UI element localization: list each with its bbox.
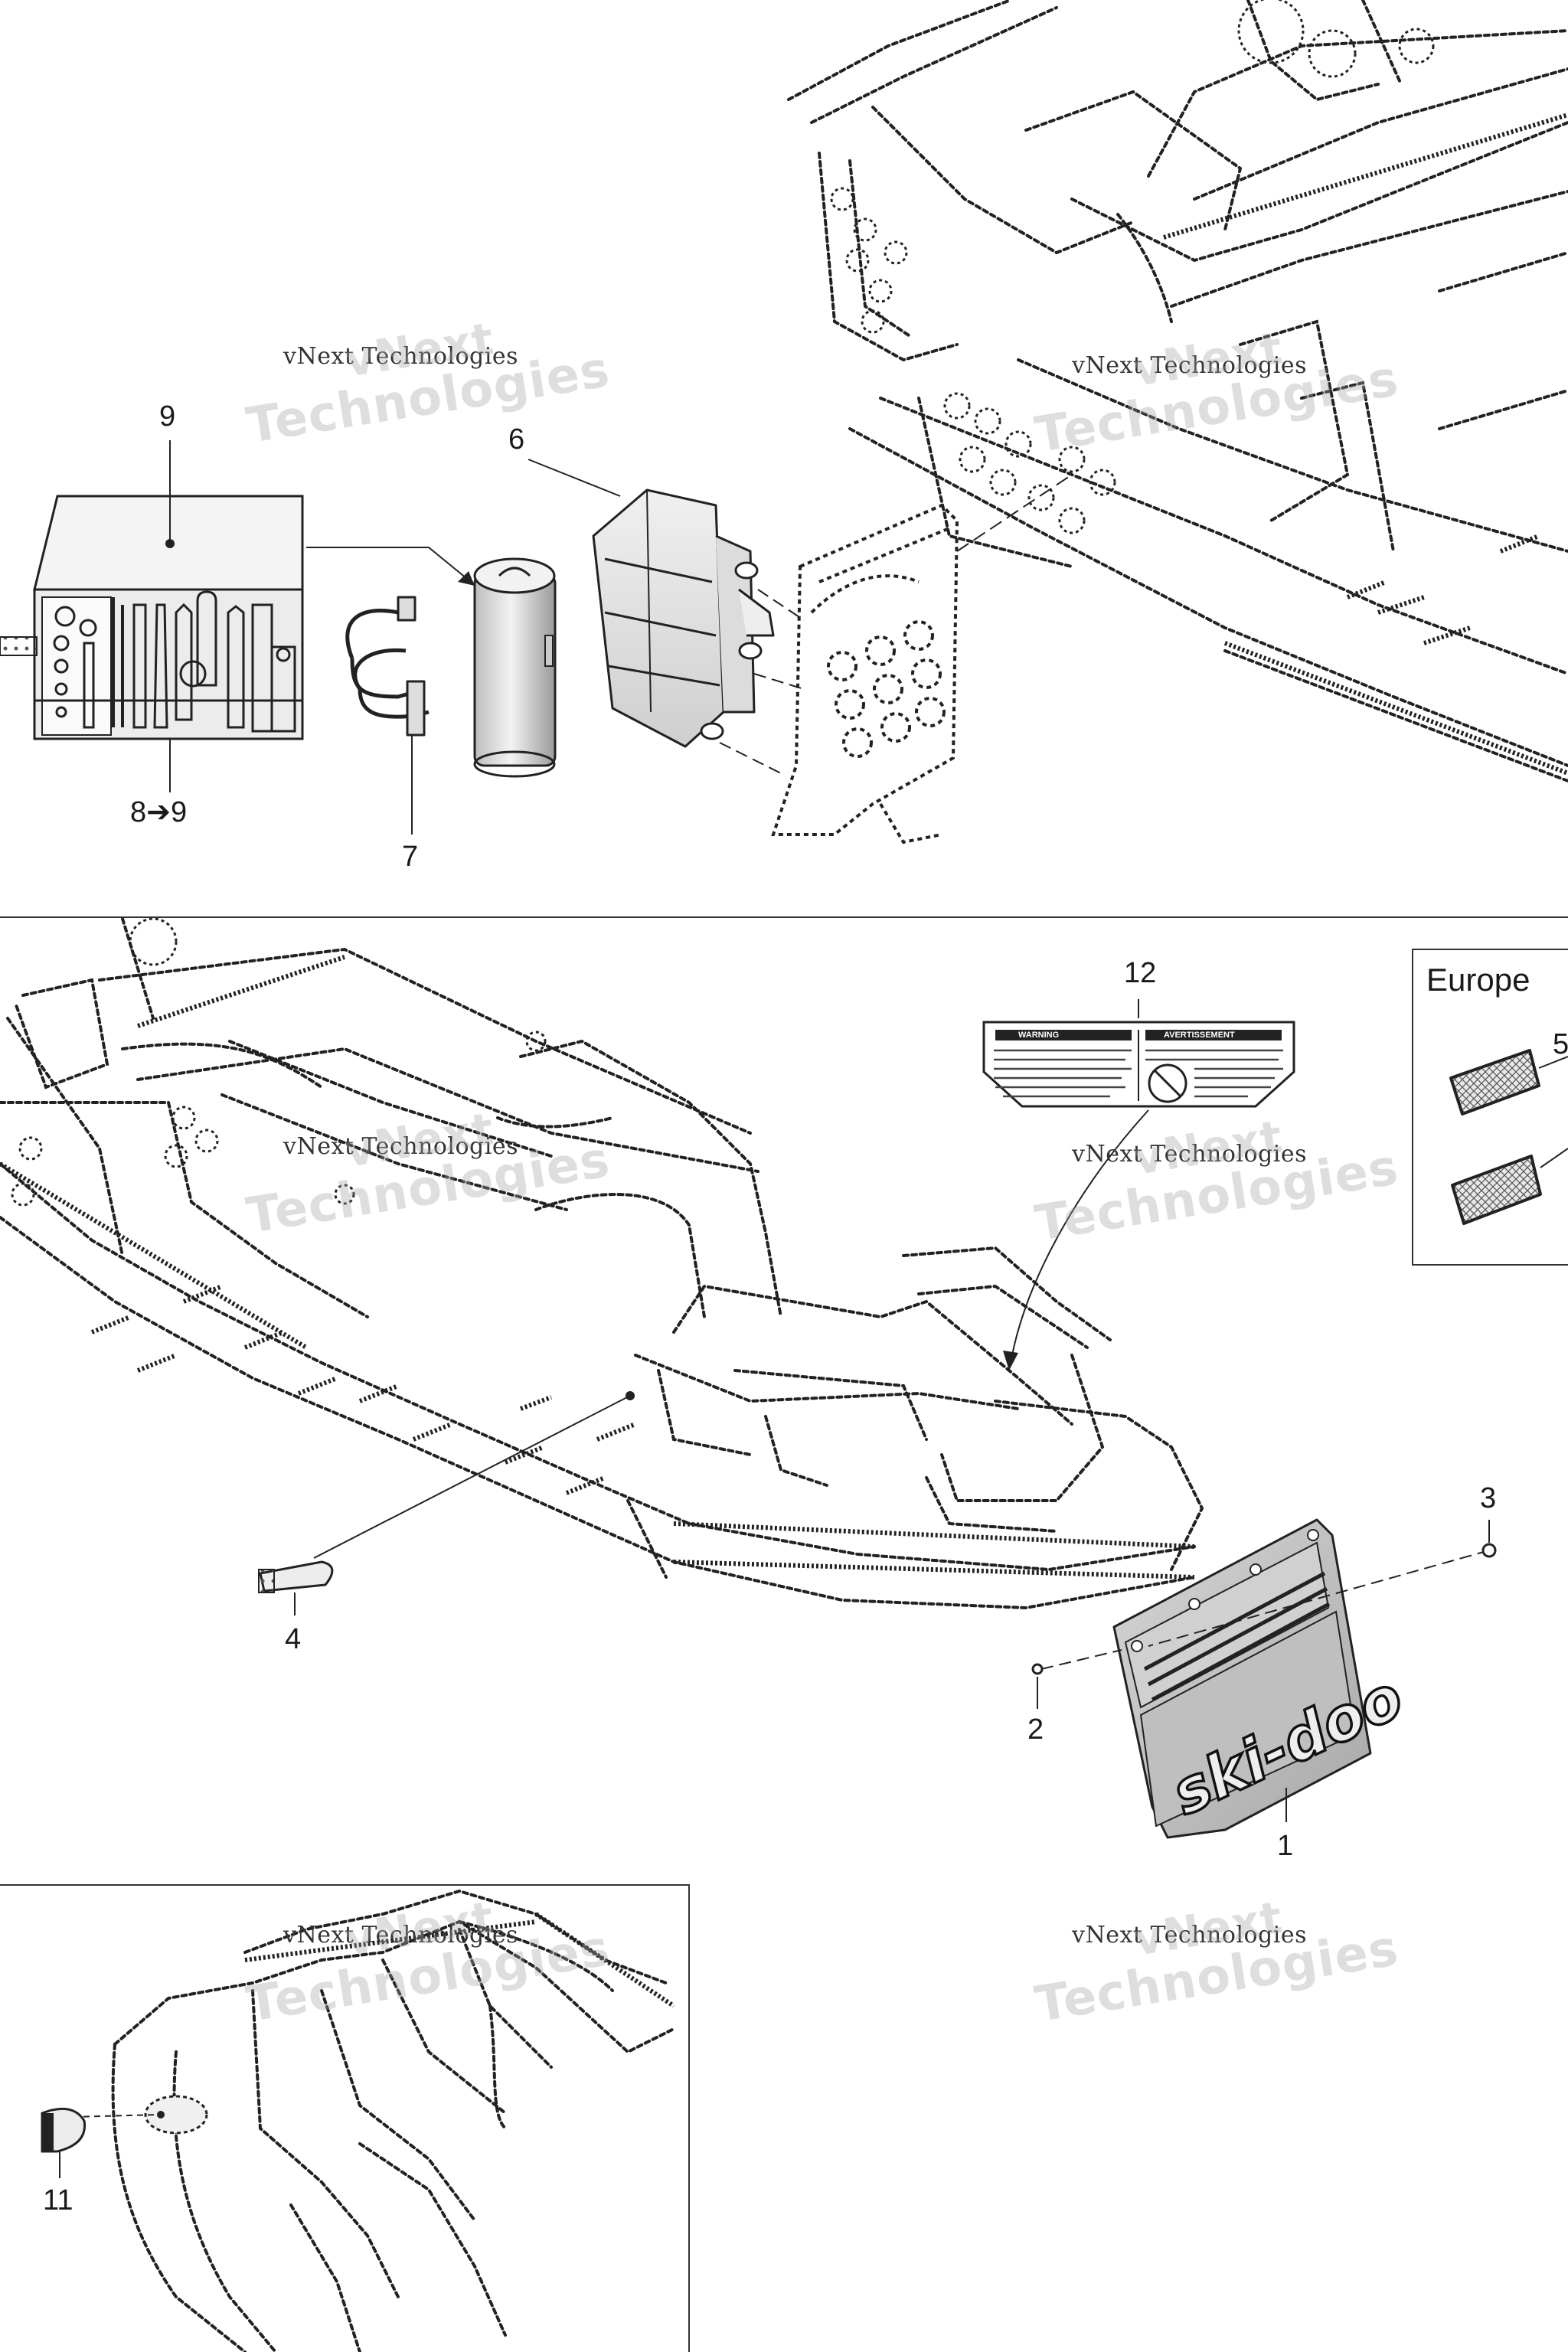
warning-heading-fr: AVERTISSEMENT <box>1164 1031 1235 1040</box>
warning-heading-en: WARNING <box>1018 1031 1060 1040</box>
callout-12: 12 <box>1124 957 1157 989</box>
leader-mount <box>956 474 1073 552</box>
section-divider-bottom-left <box>0 1884 690 2352</box>
bolt-3 <box>1481 1543 1497 1558</box>
hood-rivet-strips <box>244 1912 675 2008</box>
leader-arrow-bag <box>306 547 472 583</box>
callout-5: 5 <box>1553 1028 1568 1060</box>
callout-9: 9 <box>159 400 176 433</box>
mount-dashed-leaders <box>719 589 805 774</box>
chassis-frame-middle <box>0 917 1204 1610</box>
leader-arrow-12 <box>1011 1109 1149 1356</box>
callout-11: 11 <box>43 2184 74 2216</box>
callout-8-to-9: 8➔9 <box>130 796 188 828</box>
callout-4: 4 <box>285 1623 302 1655</box>
chassis-middle-rivet-strips <box>0 955 1195 1579</box>
chassis-top-mesh-strips <box>1163 113 1568 776</box>
europe-reflector-lower <box>1451 1155 1542 1225</box>
callout-7: 7 <box>402 841 419 873</box>
callout-1: 1 <box>1277 1830 1294 1862</box>
reflector-11 <box>41 2107 87 2153</box>
europe-label: Europe <box>1426 962 1530 998</box>
chassis-middle-holes <box>11 917 547 1207</box>
leader-6 <box>528 459 621 497</box>
leader-4 <box>313 1395 631 1559</box>
tool-roll-cylinder <box>473 557 557 778</box>
callout-6: 6 <box>508 423 525 456</box>
callout-3: 3 <box>1480 1482 1497 1514</box>
leader-washer-2 <box>1040 1649 1122 1670</box>
chassis-frame-top <box>787 0 1568 782</box>
hood-cab <box>111 1889 675 2352</box>
mounting-plate <box>771 503 959 844</box>
leader-5-lower <box>1540 1148 1568 1168</box>
leader-11-dashed <box>72 2114 158 2118</box>
storage-bag-6 <box>592 488 775 748</box>
leader-5-upper <box>1538 1056 1568 1069</box>
tool-kit-bag <box>0 495 304 740</box>
snow-flap-1: ski-doo <box>1112 1518 1415 1839</box>
callout-2: 2 <box>1027 1713 1044 1746</box>
warning-label-12 <box>982 1021 1295 1108</box>
europe-reflector-upper <box>1449 1049 1540 1116</box>
strap-7 <box>345 596 430 737</box>
washer-2 <box>1031 1663 1044 1675</box>
hood-decal-spot <box>144 2095 208 2135</box>
rivet-4 <box>258 1560 334 1593</box>
chassis-frame-top-holes <box>830 0 1435 534</box>
leader-bolt-3 <box>1148 1550 1490 1647</box>
